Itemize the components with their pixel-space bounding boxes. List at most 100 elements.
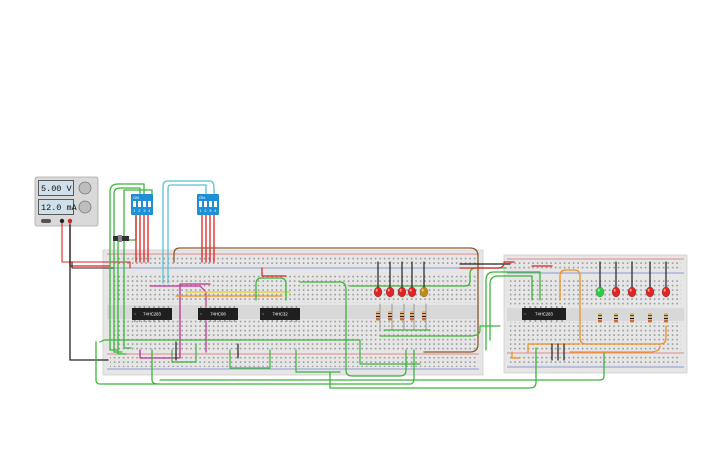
positive-terminal[interactable] — [67, 218, 73, 224]
chip-3-pin — [286, 320, 288, 322]
leds-right-resistor-2[interactable] — [614, 313, 618, 323]
leds-right-resistor-1[interactable] — [598, 313, 602, 323]
current-display — [39, 200, 73, 214]
leds-main-resistor-band-c-4 — [410, 318, 414, 320]
leds-right-led-4[interactable] — [645, 286, 655, 298]
dip-2-body — [197, 194, 219, 215]
leds-main-led-3[interactable] — [397, 286, 407, 298]
wire-supply-positive-2[interactable] — [61, 222, 131, 269]
wire-green-4[interactable] — [123, 189, 153, 349]
wire-green-18[interactable] — [159, 351, 605, 381]
dip-1-toggle-3[interactable] — [143, 201, 146, 207]
leds-main-led-4[interactable] — [407, 286, 417, 298]
wire-orange-right-3[interactable] — [527, 343, 581, 353]
chip-4-pin — [561, 320, 563, 322]
dip-1-toggle-2[interactable] — [138, 201, 141, 207]
chip-4-pin — [529, 320, 531, 322]
dip-1-number-3: 3 — [143, 208, 146, 213]
leds-main-led-5[interactable] — [419, 286, 429, 298]
dip-2-toggle-4[interactable] — [214, 201, 217, 207]
chip-1-ic[interactable]: 74HC283 — [132, 306, 172, 322]
leds-right-resistor-band-a-2 — [614, 315, 618, 316]
wire-orange-right-2[interactable] — [511, 351, 521, 359]
wire-green-arch[interactable] — [255, 277, 287, 301]
leds-right-led-1[interactable] — [595, 286, 605, 298]
chip-2-ic[interactable]: 74HC08 — [198, 306, 238, 322]
dip-2-toggle-1[interactable] — [199, 201, 202, 207]
leds-main-led-body-4 — [407, 286, 417, 298]
leds-right-led-shine-1 — [597, 288, 600, 292]
wire-red-bridge[interactable] — [459, 261, 515, 269]
breadboard-right[interactable] — [503, 254, 688, 374]
chip-4-pin — [534, 320, 537, 322]
chip-3-ic[interactable]: 74HC32 — [260, 306, 300, 322]
wire-supply-ground[interactable] — [69, 224, 109, 361]
current-knob[interactable] — [78, 200, 92, 214]
leds-main-led-body-1 — [373, 286, 383, 298]
leds-right-resistor-4[interactable] — [648, 313, 652, 323]
slide-switch[interactable] — [113, 235, 129, 242]
leds-main-resistor-band-c-1 — [376, 318, 380, 320]
wire-magenta-1[interactable] — [139, 283, 211, 359]
leds-main-resistor-band-a-5 — [422, 313, 426, 314]
wire-green-17[interactable] — [329, 347, 537, 389]
leds-main-led-2[interactable] — [385, 286, 395, 298]
wire-cyan-1[interactable] — [162, 180, 215, 284]
leds-main-resistor-4[interactable] — [410, 311, 414, 321]
wire-green-12[interactable] — [295, 349, 341, 373]
leds-right-resistor-3[interactable] — [630, 313, 634, 323]
wire-green-1[interactable] — [109, 183, 145, 351]
leds-main-resistor-band-a-4 — [410, 313, 414, 314]
wire-green-8[interactable] — [151, 349, 159, 385]
wire-green-16[interactable] — [485, 271, 541, 351]
leds-right-led-2[interactable] — [611, 286, 621, 298]
leds-main-resistor-band-a-1 — [376, 313, 380, 314]
dip-1-number-4: 4 — [148, 208, 151, 213]
wire-green-2[interactable] — [113, 187, 141, 353]
wire-green-9[interactable] — [99, 339, 421, 365]
wire-red-short[interactable] — [261, 267, 287, 277]
dip-1-toggle-4[interactable] — [148, 201, 151, 207]
chip-1-pin — [134, 306, 136, 308]
dip-2-toggle-3[interactable] — [209, 201, 212, 207]
leds-right-led-body-4 — [645, 286, 655, 298]
chip-2-pin — [219, 306, 221, 308]
wire-green-10[interactable] — [171, 343, 197, 363]
chip-4-ic[interactable]: 74HC283 — [522, 306, 566, 322]
voltage-knob[interactable] — [78, 181, 92, 195]
leds-main-led-shine-1 — [375, 288, 378, 292]
leds-main-resistor-1[interactable] — [376, 311, 380, 321]
chip-1-pin — [158, 306, 160, 308]
dip-1-toggle-1[interactable] — [133, 201, 136, 207]
leds-right-led-3[interactable] — [627, 286, 637, 298]
leds-right-resistor-5[interactable] — [664, 313, 668, 323]
chip-2-pin — [200, 306, 202, 308]
leds-main-resistor-3[interactable] — [400, 311, 404, 321]
leds-right-resistor-band-c-5 — [664, 320, 668, 322]
leds-main-resistor-5[interactable] — [422, 311, 426, 321]
dip-2-number-1: 1 — [199, 208, 202, 213]
power-supply[interactable]: 5.00 V 12.0 mA — [34, 176, 99, 227]
chip-4-pin — [550, 306, 553, 308]
chip-3-pin — [271, 320, 274, 322]
leds-main-resistor-2[interactable] — [388, 311, 392, 321]
wire-green-5[interactable] — [299, 281, 407, 377]
leds-main-led-shine-4 — [409, 288, 412, 292]
leds-main-led-1[interactable] — [373, 286, 383, 298]
negative-terminal[interactable] — [59, 218, 65, 224]
wire-orange-right-4[interactable] — [569, 345, 661, 353]
wire-orange-right-1[interactable] — [559, 269, 667, 345]
leds-right-led-5[interactable] — [661, 286, 671, 298]
wire-supply-ground-2[interactable] — [71, 261, 115, 269]
wire-green-11[interactable] — [229, 349, 271, 369]
wire-green-15[interactable] — [489, 275, 533, 341]
wire-brown-loop[interactable] — [173, 247, 479, 353]
dip-2-toggle-2[interactable] — [204, 201, 207, 207]
leds-right-resistor-band-b-4 — [648, 318, 652, 319]
wire-green-13[interactable] — [379, 325, 501, 337]
power-switch[interactable] — [41, 219, 51, 223]
wire-cyan-2[interactable] — [167, 184, 207, 284]
